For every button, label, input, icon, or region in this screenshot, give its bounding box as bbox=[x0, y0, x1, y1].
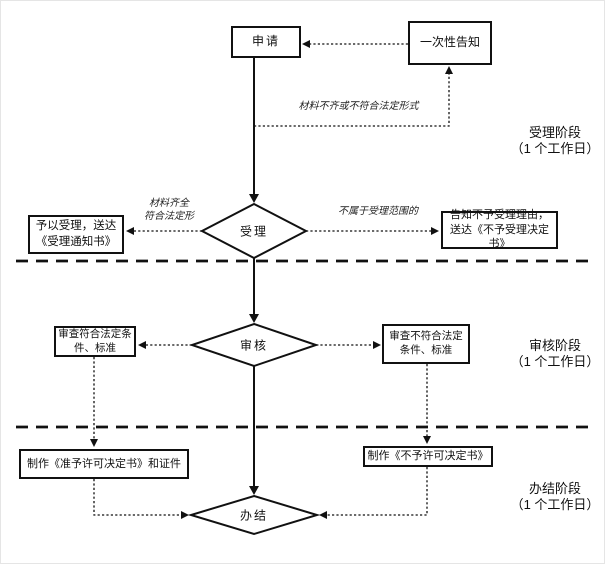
arrowhead-notice-bottom bbox=[445, 66, 453, 74]
stage-accept-duration: （1 个工作日） bbox=[510, 141, 600, 156]
edge-label-materials-complete-line1: 材料齐全 bbox=[149, 198, 189, 209]
close-diamond-label: 办结 bbox=[239, 508, 269, 523]
edge-incomplete-to-notice bbox=[254, 74, 450, 127]
review-diamond bbox=[188, 322, 320, 368]
accept-no-box: 告知不予受理理由，送达《不予受理决定书》 bbox=[441, 209, 558, 250]
arrowhead-close-top bbox=[249, 486, 259, 495]
one-time-notice-box: 一次性告知 bbox=[408, 21, 492, 65]
apply-box: 申请 bbox=[231, 26, 301, 58]
accept-diamond bbox=[199, 202, 309, 260]
arrowhead-denial-top bbox=[423, 436, 431, 444]
stage-close-duration: （1 个工作日） bbox=[510, 497, 600, 512]
stage-label-close: 办结阶段 （1 个工作日） bbox=[495, 481, 604, 513]
stage-accept-name: 受理阶段 bbox=[528, 125, 581, 140]
edge-label-materials-complete: 材料齐全 符合法定形 bbox=[134, 197, 204, 223]
make-denial-box: 制作《不予许可决定书》 bbox=[363, 446, 493, 467]
review-diamond-label: 审核 bbox=[239, 338, 269, 353]
stage-close-name: 办结阶段 bbox=[528, 481, 581, 496]
edge-label-materials-complete-line2: 符合法定形 bbox=[144, 211, 194, 222]
stage-review-duration: （1 个工作日） bbox=[510, 354, 600, 369]
arrowhead-review-pass bbox=[138, 341, 146, 349]
arrowhead-apply-right bbox=[302, 40, 310, 48]
arrowhead-accept-yes bbox=[126, 227, 134, 235]
arrowhead-accept-top bbox=[249, 194, 259, 203]
make-permit-box: 制作《准予许可决定书》和证件 bbox=[19, 449, 189, 479]
stage-label-review: 审核阶段 （1 个工作日） bbox=[495, 338, 604, 370]
edge-label-materials-incomplete: 材料不齐或不符合法定形式 bbox=[298, 101, 419, 112]
review-fail-box: 审查不符合法定条件、标准 bbox=[382, 324, 470, 364]
edge-label-out-of-scope: 不属于受理范围的 bbox=[338, 206, 418, 217]
review-pass-box: 审查符合法定条件、标准 bbox=[54, 326, 136, 357]
arrowhead-close-left bbox=[181, 511, 189, 519]
accept-diamond-label: 受理 bbox=[239, 224, 269, 239]
accept-yes-box: 予以受理，送达《受理通知书》 bbox=[28, 215, 124, 254]
close-diamond bbox=[187, 494, 321, 536]
stage-label-accept: 受理阶段 （1 个工作日） bbox=[495, 125, 604, 157]
arrowhead-close-right bbox=[319, 511, 327, 519]
edge-denial-to-close bbox=[325, 467, 428, 516]
stage-review-name: 审核阶段 bbox=[528, 338, 581, 353]
arrowhead-permit-top bbox=[90, 439, 98, 447]
arrowhead-review-top bbox=[249, 314, 259, 323]
arrowhead-review-fail bbox=[373, 341, 381, 349]
arrowhead-accept-no bbox=[431, 227, 439, 235]
edge-permit-to-close bbox=[93, 479, 181, 516]
